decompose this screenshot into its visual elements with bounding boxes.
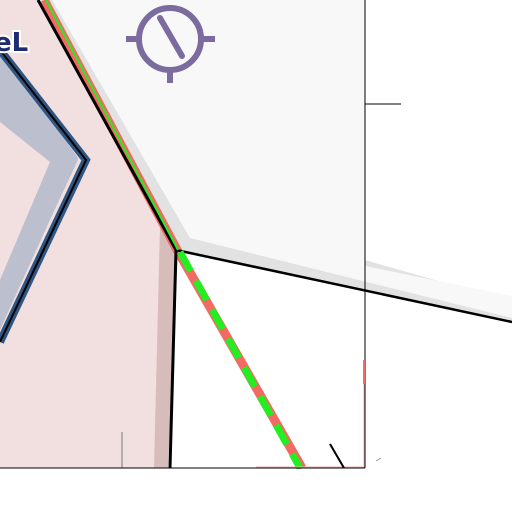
pink-area-edge [154, 226, 178, 468]
grey-band-outline-inner [0, 49, 88, 343]
sightseeing-icon[interactable] [126, 5, 215, 83]
green-dashed-route-south [176, 250, 304, 470]
blank-strip [0, 469, 512, 512]
map-label-fragment: eL [0, 28, 28, 58]
grey-band-fill [0, 62, 78, 326]
tiny-grey-dash [375, 457, 382, 462]
green-dashed-route [45, 0, 179, 251]
short-black-line [329, 443, 345, 469]
boundary-line-east [175, 248, 512, 324]
